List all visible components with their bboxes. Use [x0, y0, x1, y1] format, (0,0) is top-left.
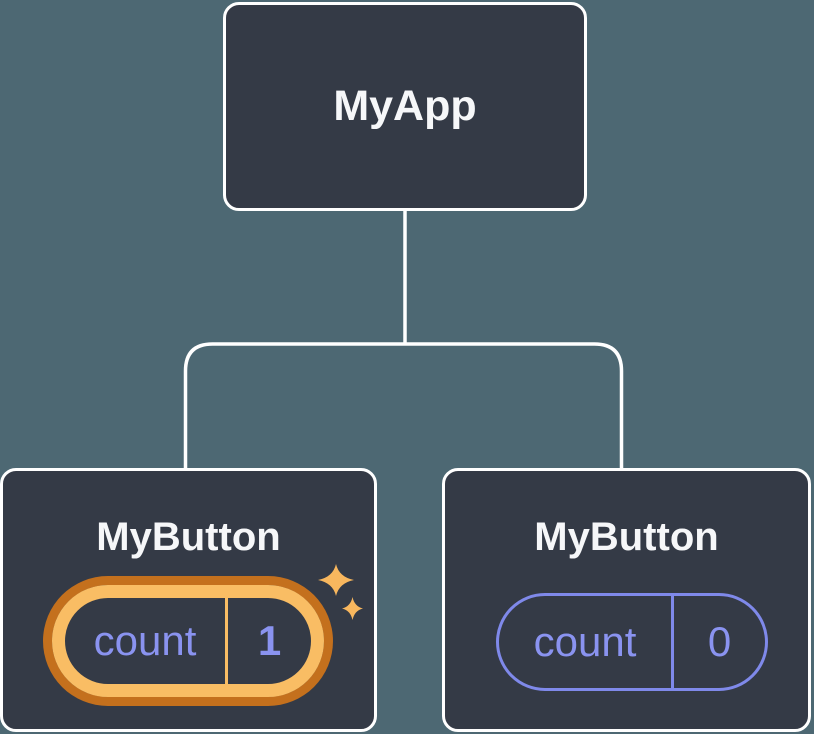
- node-mybutton-highlighted-label: MyButton: [96, 515, 281, 559]
- state-pill-highlighted: count 1: [52, 585, 324, 697]
- node-mybutton: MyButton count 0: [442, 468, 811, 732]
- state-value: 1: [257, 617, 282, 664]
- pill-divider: [225, 598, 228, 684]
- state-name-label: count: [93, 617, 197, 664]
- node-mybutton-label: MyButton: [534, 515, 719, 559]
- sparkles-icon: [318, 564, 363, 620]
- node-myapp: MyApp: [223, 2, 587, 211]
- state-name-label: count: [533, 618, 637, 665]
- state-pill: count 0: [496, 593, 768, 691]
- node-mybutton-highlighted: MyButton count 1: [0, 468, 377, 732]
- node-myapp-label: MyApp: [333, 82, 477, 130]
- pill-divider: [671, 596, 674, 688]
- state-value: 0: [707, 618, 732, 665]
